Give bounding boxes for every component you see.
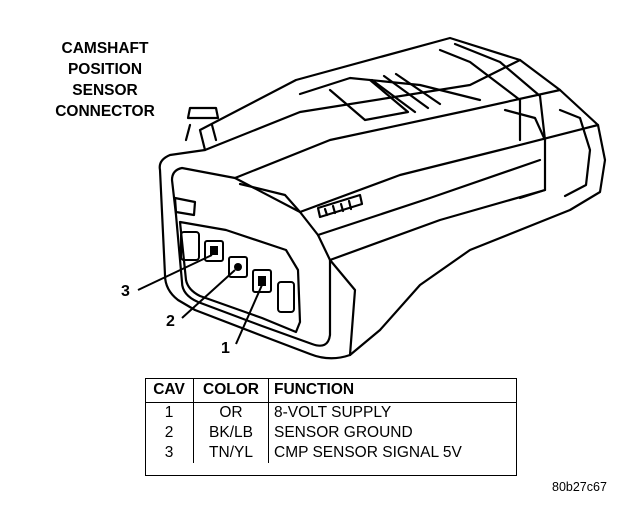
header-cav: CAV xyxy=(145,378,194,403)
table-row: 2 BK/LB SENSOR GROUND xyxy=(145,423,517,443)
row-3-cav: 3 xyxy=(145,443,194,463)
diagram-title: CAMSHAFT POSITION SENSOR CONNECTOR xyxy=(30,38,180,122)
row-3-function: CMP SENSOR SIGNAL 5V xyxy=(274,444,462,461)
header-function: FUNCTION xyxy=(268,378,517,403)
row-1-cav: 1 xyxy=(145,402,194,423)
title-line-4: CONNECTOR xyxy=(55,103,155,120)
callout-pin-3: 3 xyxy=(121,283,130,300)
row-2-function: SENSOR GROUND xyxy=(274,424,413,441)
callout-pin-2: 2 xyxy=(166,313,175,330)
terminal-2 xyxy=(234,263,242,271)
terminal-1 xyxy=(258,276,266,286)
connector-housing xyxy=(158,36,607,360)
leader-line-3 xyxy=(137,254,213,291)
table-header-row: CAV COLOR FUNCTION xyxy=(145,378,517,403)
terminal-3 xyxy=(210,246,218,255)
table-row: 1 OR 8-VOLT SUPPLY xyxy=(145,402,517,423)
callout-pin-1: 1 xyxy=(221,340,230,357)
leader-line-2 xyxy=(181,269,236,319)
title-line-3: SENSOR xyxy=(72,82,138,99)
title-line-2: POSITION xyxy=(67,61,143,78)
header-color: COLOR xyxy=(193,378,269,403)
row-2-color: BK/LB xyxy=(193,423,269,443)
figure-id: 80b27c67 xyxy=(552,480,607,494)
row-3-color: TN/YL xyxy=(193,443,269,463)
row-2-cav: 2 xyxy=(145,423,194,443)
row-1-color: OR xyxy=(193,402,269,423)
leader-line-1 xyxy=(235,284,263,345)
title-line-1: CAMSHAFT xyxy=(61,40,149,57)
pinout-table: CAV COLOR FUNCTION 1 OR 8-VOLT SUPPLY 2 … xyxy=(145,378,517,463)
connector-top-tab xyxy=(186,106,220,120)
table-row: 3 TN/YL CMP SENSOR SIGNAL 5V xyxy=(145,443,517,463)
row-1-function: 8-VOLT SUPPLY xyxy=(274,404,392,421)
